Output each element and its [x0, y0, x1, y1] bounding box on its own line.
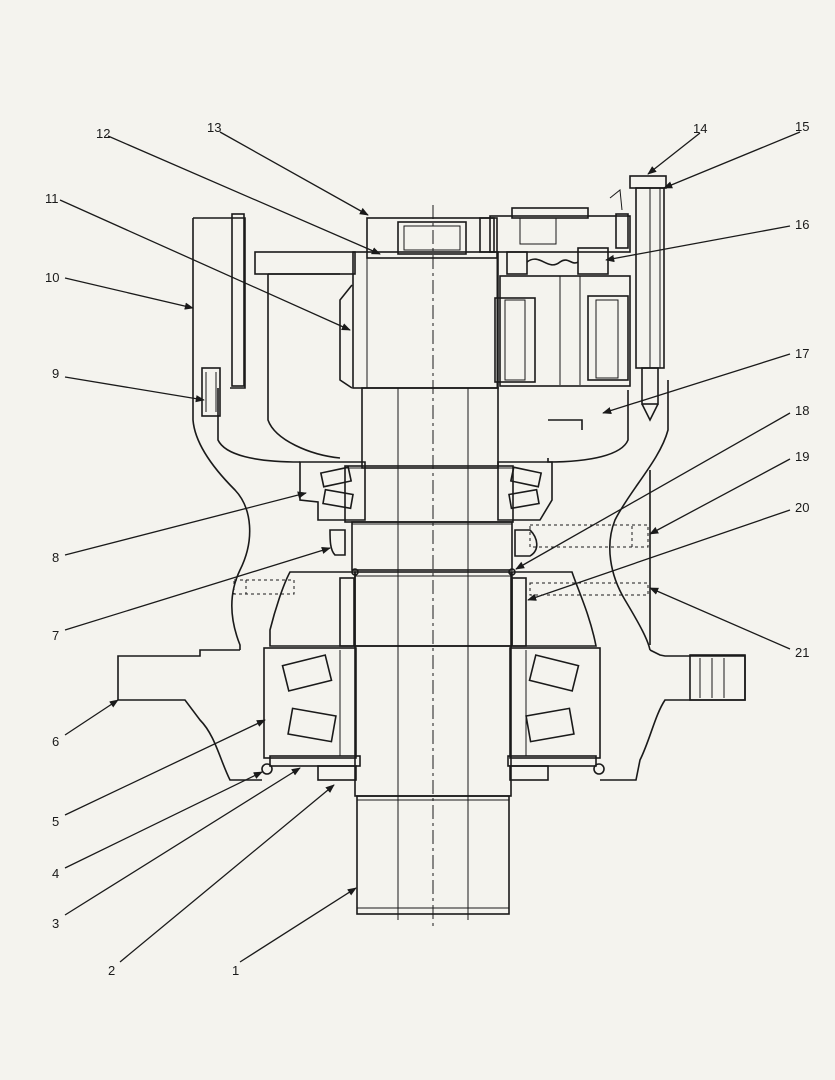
callout-7: 7 [52, 628, 59, 643]
callout-15: 15 [795, 119, 809, 134]
callout-10: 10 [45, 270, 59, 285]
hydraulic-motor-block [489, 207, 631, 387]
callout-2: 2 [108, 963, 115, 978]
callout-9: 9 [52, 366, 59, 381]
output-shaft [344, 387, 514, 920]
callout-1: 1 [232, 963, 239, 978]
callout-17: 17 [795, 346, 809, 361]
callout-4: 4 [52, 866, 59, 881]
upper-bearing [299, 461, 553, 521]
callout-20: 20 [795, 500, 809, 515]
callout-11: 11 [45, 191, 59, 206]
callout-14: 14 [693, 121, 707, 136]
callout-6: 6 [52, 734, 59, 749]
callout-12: 12 [96, 126, 110, 141]
callout-21: 21 [795, 645, 809, 660]
long-bolt [609, 175, 667, 422]
callout-16: 16 [795, 217, 809, 232]
callout-13: 13 [207, 120, 221, 135]
set-bolts [233, 524, 649, 596]
lower-carrier [269, 571, 597, 647]
leader-lines [59, 131, 801, 963]
callout-18: 18 [795, 403, 809, 418]
housing [117, 213, 746, 781]
callout-19: 19 [795, 449, 809, 464]
callout-8: 8 [52, 550, 59, 565]
lower-bearing [261, 647, 605, 781]
motor-housing [254, 217, 499, 389]
callout-3: 3 [52, 916, 59, 931]
callout-5: 5 [52, 814, 59, 829]
